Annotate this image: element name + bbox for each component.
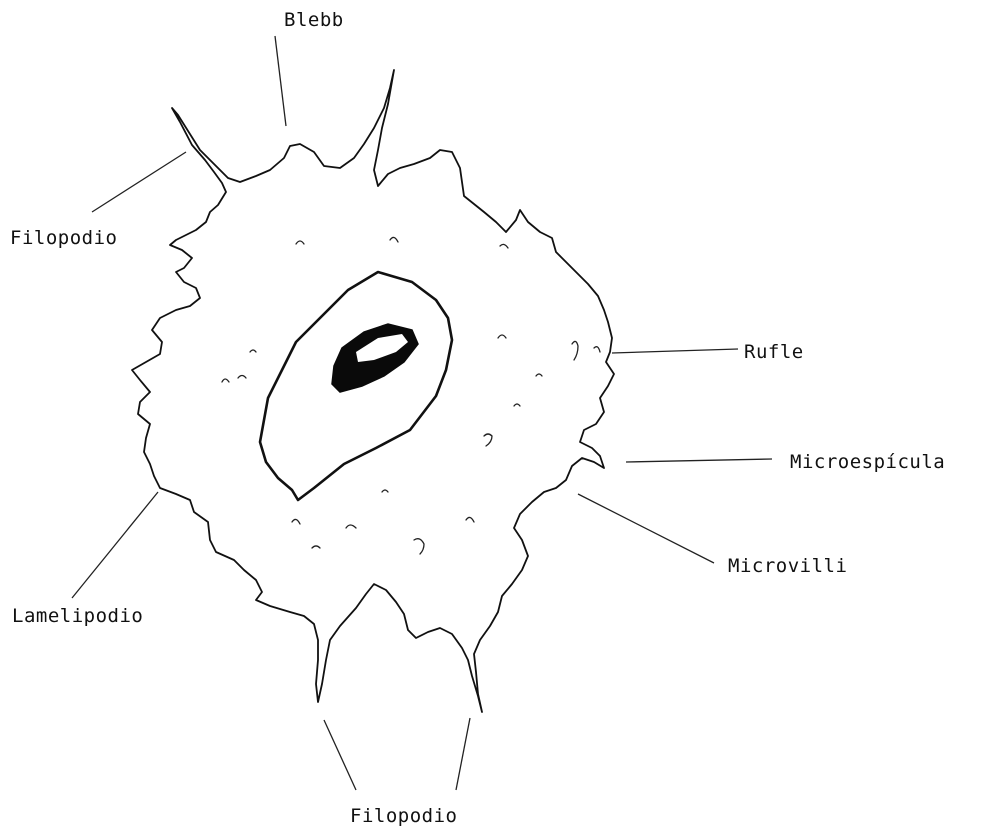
label-blebb: Blebb — [284, 9, 344, 31]
leader-microvilli — [578, 494, 714, 563]
leader-rufle — [612, 349, 738, 353]
leader-microespicula — [626, 459, 772, 462]
leader-filopodio-left — [92, 152, 186, 212]
label-microvilli: Microvilli — [728, 555, 847, 577]
label-filopodio-bottom: Filopodio — [350, 805, 457, 827]
leader-lamelipodio — [72, 492, 158, 598]
leader-filopodio-bottom-right — [456, 718, 470, 790]
label-filopodio-left: Filopodio — [10, 227, 117, 249]
leader-blebb — [275, 36, 286, 126]
label-rufle: Rufle — [744, 341, 804, 363]
surface-projections — [222, 237, 600, 554]
leader-filopodio-bottom-left — [324, 720, 356, 790]
cell-membrane-outline — [132, 70, 614, 712]
label-lamelipodio: Lamelipodio — [12, 605, 143, 627]
label-microespicula: Microespícula — [790, 451, 945, 473]
